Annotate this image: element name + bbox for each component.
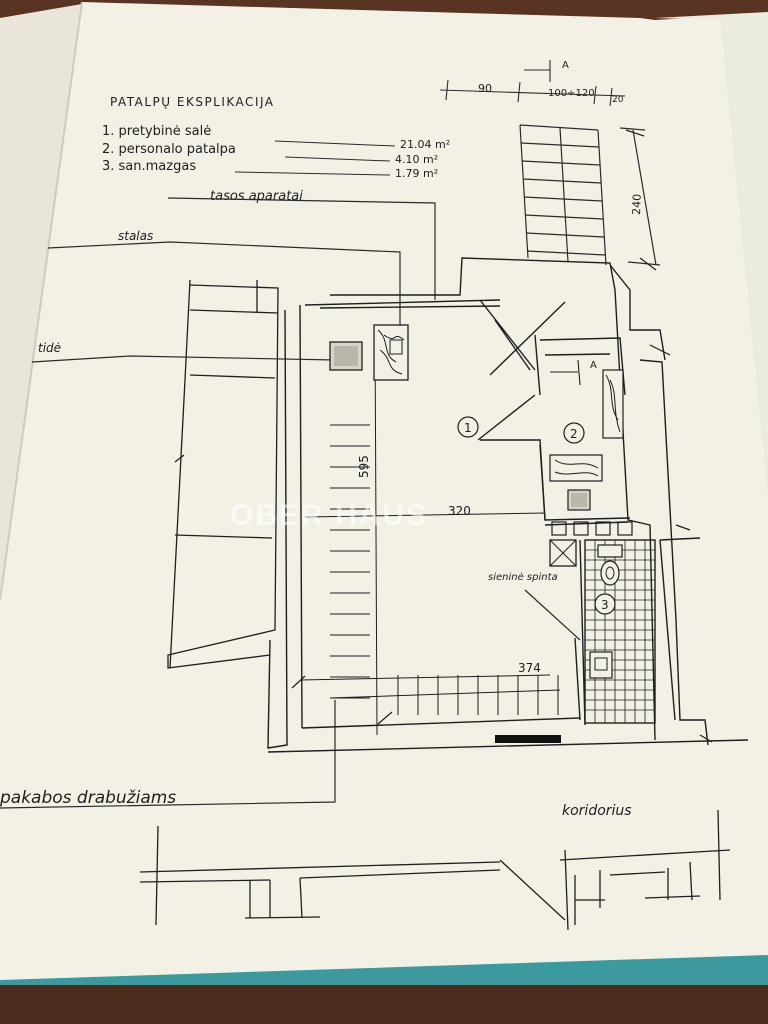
room-2-marker (563, 422, 585, 444)
annotation-labels: tasos aparatai stalas tidė sieninė spint… (0, 189, 632, 819)
label-tasos-aparatai: tasos aparatai (210, 189, 303, 204)
room-markers: 1 2 3 (457, 416, 616, 615)
fixtures (329, 324, 633, 567)
room-2-number: 2 (570, 427, 578, 441)
room-3-marker (594, 593, 616, 615)
legend-row-2-area: 4.10 m² (395, 153, 438, 166)
bench-grid (299, 329, 561, 736)
section-mark-a-top: A (562, 60, 569, 71)
dim-100-120: 100÷120 (548, 88, 595, 99)
dim-20: 20 (612, 95, 624, 105)
dim-90: 90 (478, 82, 492, 95)
toilet-icon (597, 544, 623, 586)
corridor-section (139, 809, 731, 931)
sink-icon (589, 651, 613, 679)
legend-row-1-label: 1. pretybinė salė (102, 124, 211, 139)
dim-374: 374 (518, 661, 541, 675)
staircase (519, 124, 661, 266)
label-tide: tidė (38, 341, 61, 355)
legend: PATALPŲ EKSPLIKACIJA 1. pretybinė salė 2… (102, 95, 450, 180)
room-3-number: 3 (601, 598, 609, 612)
legend-title: PATALPŲ EKSPLIKACIJA (110, 95, 275, 109)
paper-fold (655, 12, 768, 500)
paper-sheet (0, 2, 768, 980)
dim-320: 320 (448, 504, 471, 518)
legend-row-1-area: 21.04 m² (400, 138, 450, 151)
section-mark-a-mid: A (590, 360, 597, 371)
walls (267, 257, 749, 753)
label-stalas: stalas (118, 229, 153, 243)
legend-row-3-label: 3. san.mazgas (102, 159, 196, 174)
dim-595: 595 (357, 455, 371, 478)
section-arrow-mid (550, 359, 581, 386)
legend-row-3-area: 1.79 m² (395, 167, 438, 180)
label-sienine-spinta: sieninė spinta (488, 572, 558, 583)
label-koridorius: koridorius (562, 803, 632, 819)
watermark: OBER HAUS (230, 499, 428, 532)
paper-fold-line (0, 1, 83, 601)
wall-ticks (291, 129, 713, 743)
top-dimension (439, 60, 626, 107)
legend-row-2-label: 2. personalo patalpa (102, 142, 236, 157)
room-1-marker (457, 416, 479, 438)
entrance-threshold (495, 735, 561, 743)
room-1-number: 1 (464, 421, 472, 435)
label-pakabos: pakabos drabužiams (0, 788, 176, 808)
dim-240: 240 (630, 194, 644, 215)
left-furniture (167, 279, 279, 669)
